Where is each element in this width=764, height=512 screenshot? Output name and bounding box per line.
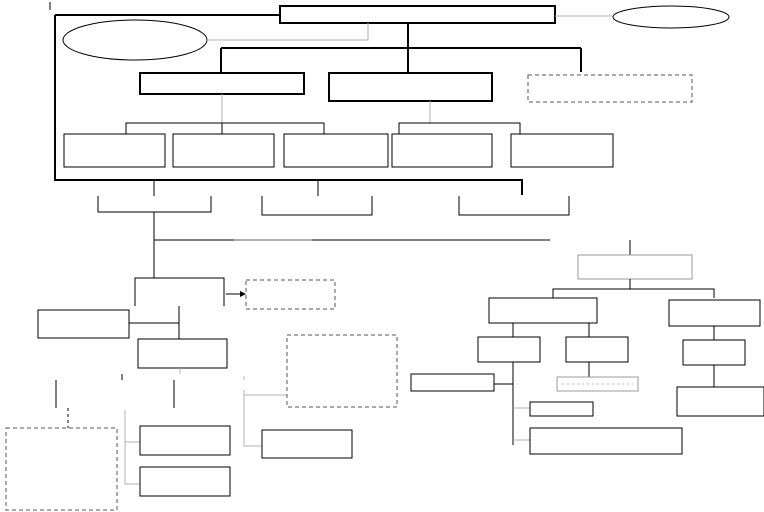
node-l2-right-dashed xyxy=(527,74,693,103)
node-ll-box-2 xyxy=(139,466,231,497)
node-ll-left xyxy=(37,309,130,339)
node-l3-4 xyxy=(391,133,493,168)
connector-lr-bar xyxy=(552,288,715,298)
node-lr-bottom-right xyxy=(676,386,764,417)
bracket-1 xyxy=(97,196,212,213)
node-lr-sub-1 xyxy=(477,336,541,363)
node-l2-left xyxy=(139,72,305,95)
node-lr-right xyxy=(668,299,761,327)
node-ll-dashed-large xyxy=(5,427,118,511)
node-lr-sub-3 xyxy=(682,339,746,366)
connector-top-left xyxy=(207,23,369,41)
outer-frame xyxy=(54,14,523,195)
connector-l3-right-bar xyxy=(398,122,521,134)
node-ll-center xyxy=(137,338,228,369)
node-l3-1 xyxy=(63,133,166,168)
top-node xyxy=(279,5,556,24)
bracket-ll-boxes xyxy=(124,410,140,485)
node-l3-2 xyxy=(172,133,275,168)
node-dashed-large-center xyxy=(286,334,398,408)
node-lr-side xyxy=(410,373,495,392)
arrow-head xyxy=(240,291,246,297)
bracket-3 xyxy=(458,196,570,216)
node-dashed-small xyxy=(245,279,336,310)
node-lr-sub-2 xyxy=(565,336,629,363)
node-lr-small xyxy=(529,401,594,417)
node-lr-wide xyxy=(529,427,683,455)
ellipse-node-right xyxy=(612,5,730,29)
node-ll-box-1 xyxy=(139,425,231,456)
node-l2-center xyxy=(328,72,493,102)
connector-l3-left-bar xyxy=(125,122,325,134)
node-lr-left xyxy=(488,297,598,324)
bracket-2 xyxy=(261,196,373,216)
bracket-ll xyxy=(134,277,225,306)
bracket-ll-right xyxy=(243,390,287,447)
node-ll-box-3 xyxy=(261,429,353,459)
node-l3-3 xyxy=(283,133,389,168)
node-l3-5 xyxy=(510,133,614,168)
node-lr-top xyxy=(577,254,693,280)
ellipse-node-left xyxy=(62,19,208,61)
